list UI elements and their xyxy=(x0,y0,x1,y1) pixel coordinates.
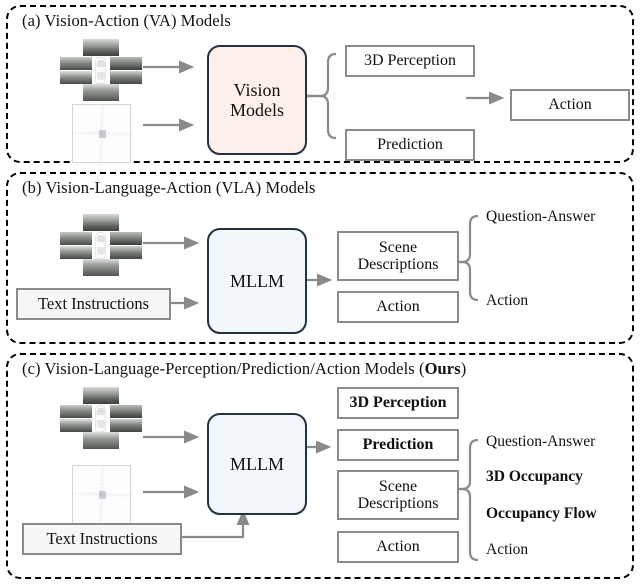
camera-back-right-thumb xyxy=(110,419,142,432)
output-label-line1: Scene xyxy=(378,238,418,256)
camera-front-left-thumb xyxy=(60,57,92,70)
lidar-point-cloud-a xyxy=(72,104,131,163)
panel-b-title: (b) Vision-Language-Action (VLA) Models xyxy=(22,178,316,197)
branch-label-occupancy-flow: Occupancy Flow xyxy=(486,505,597,522)
branch-label-question-answer-c: Question-Answer xyxy=(486,433,596,450)
panel-c-title-pre: (c) Vision-Language-Perception/Predictio… xyxy=(22,359,425,378)
text-instructions-label: Text Instructions xyxy=(46,529,158,548)
mllm-label: MLLM xyxy=(230,453,284,474)
camera-back-right-thumb xyxy=(110,246,142,259)
panel-c-title-post: ) xyxy=(460,359,467,378)
output-label: Action xyxy=(376,537,420,555)
output-box-prediction-c: Prediction xyxy=(337,429,459,461)
output-box-prediction-a: Prediction xyxy=(345,129,475,161)
ego-vehicle-icon xyxy=(95,232,106,259)
panel-vision-language-perception-prediction-action: (c) Vision-Language-Perception/Predictio… xyxy=(6,353,634,579)
multi-view-camera-cluster-c xyxy=(60,387,142,449)
ego-vehicle-icon xyxy=(95,57,106,84)
camera-back-thumb xyxy=(83,432,119,449)
output-label-line1: Scene xyxy=(378,477,418,495)
panel-c-title: (c) Vision-Language-Perception/Predictio… xyxy=(22,359,466,379)
camera-front-thumb xyxy=(83,39,119,56)
camera-back-thumb xyxy=(83,84,119,101)
text-instructions-box-b[interactable]: Text Instructions xyxy=(16,288,171,320)
mllm-label: MLLM xyxy=(230,270,284,291)
panel-a-title: (a) Vision-Action (VA) Models xyxy=(22,11,231,30)
output-label: Action xyxy=(548,95,592,113)
ego-vehicle-icon xyxy=(95,405,106,432)
output-label: 3D Perception xyxy=(364,51,456,69)
camera-front-right-thumb xyxy=(110,405,142,418)
branch-label-question-answer-b: Question-Answer xyxy=(486,208,596,225)
output-box-scene-descriptions-c: Scene Descriptions xyxy=(337,470,459,520)
camera-back-left-thumb xyxy=(60,71,92,84)
camera-back-thumb xyxy=(83,259,119,276)
branch-label-action-b: Action xyxy=(486,292,529,309)
output-label: Action xyxy=(376,297,420,315)
mllm-box-c: MLLM xyxy=(207,413,307,515)
branch-label-3d-occupancy: 3D Occupancy xyxy=(486,468,583,485)
camera-front-left-thumb xyxy=(60,405,92,418)
multi-view-camera-cluster-a xyxy=(60,39,142,101)
camera-front-left-thumb xyxy=(60,232,92,245)
text-instructions-label: Text Instructions xyxy=(37,294,150,313)
camera-back-left-thumb xyxy=(60,246,92,259)
output-box-scene-descriptions-b: Scene Descriptions xyxy=(337,231,459,281)
output-box-action-b: Action xyxy=(337,291,459,323)
output-label-line2: Descriptions xyxy=(357,495,439,512)
camera-front-thumb xyxy=(83,387,119,404)
output-label: Prediction xyxy=(362,435,434,453)
camera-front-right-thumb xyxy=(110,57,142,70)
output-label: Prediction xyxy=(377,135,443,153)
camera-back-right-thumb xyxy=(110,71,142,84)
multi-view-camera-cluster-b xyxy=(60,214,142,276)
lidar-point-cloud-c xyxy=(72,465,131,524)
mllm-box-b: MLLM xyxy=(207,228,307,334)
camera-front-thumb xyxy=(83,214,119,231)
text-instructions-box-c[interactable]: Text Instructions xyxy=(22,523,182,555)
output-label: 3D Perception xyxy=(349,393,447,411)
panel-vision-language-action: (b) Vision-Language-Action (VLA) Models … xyxy=(6,172,634,344)
panel-c-title-ours: Ours xyxy=(424,359,461,378)
output-box-3d-perception-a: 3D Perception xyxy=(345,45,475,77)
output-box-action-c: Action xyxy=(337,531,459,563)
branch-label-action-c: Action xyxy=(486,541,529,558)
output-box-action-a: Action xyxy=(510,89,630,121)
output-box-3d-perception-c: 3D Perception xyxy=(337,387,459,419)
camera-back-left-thumb xyxy=(60,419,92,432)
output-label-line2: Descriptions xyxy=(357,256,439,273)
camera-front-right-thumb xyxy=(110,232,142,245)
